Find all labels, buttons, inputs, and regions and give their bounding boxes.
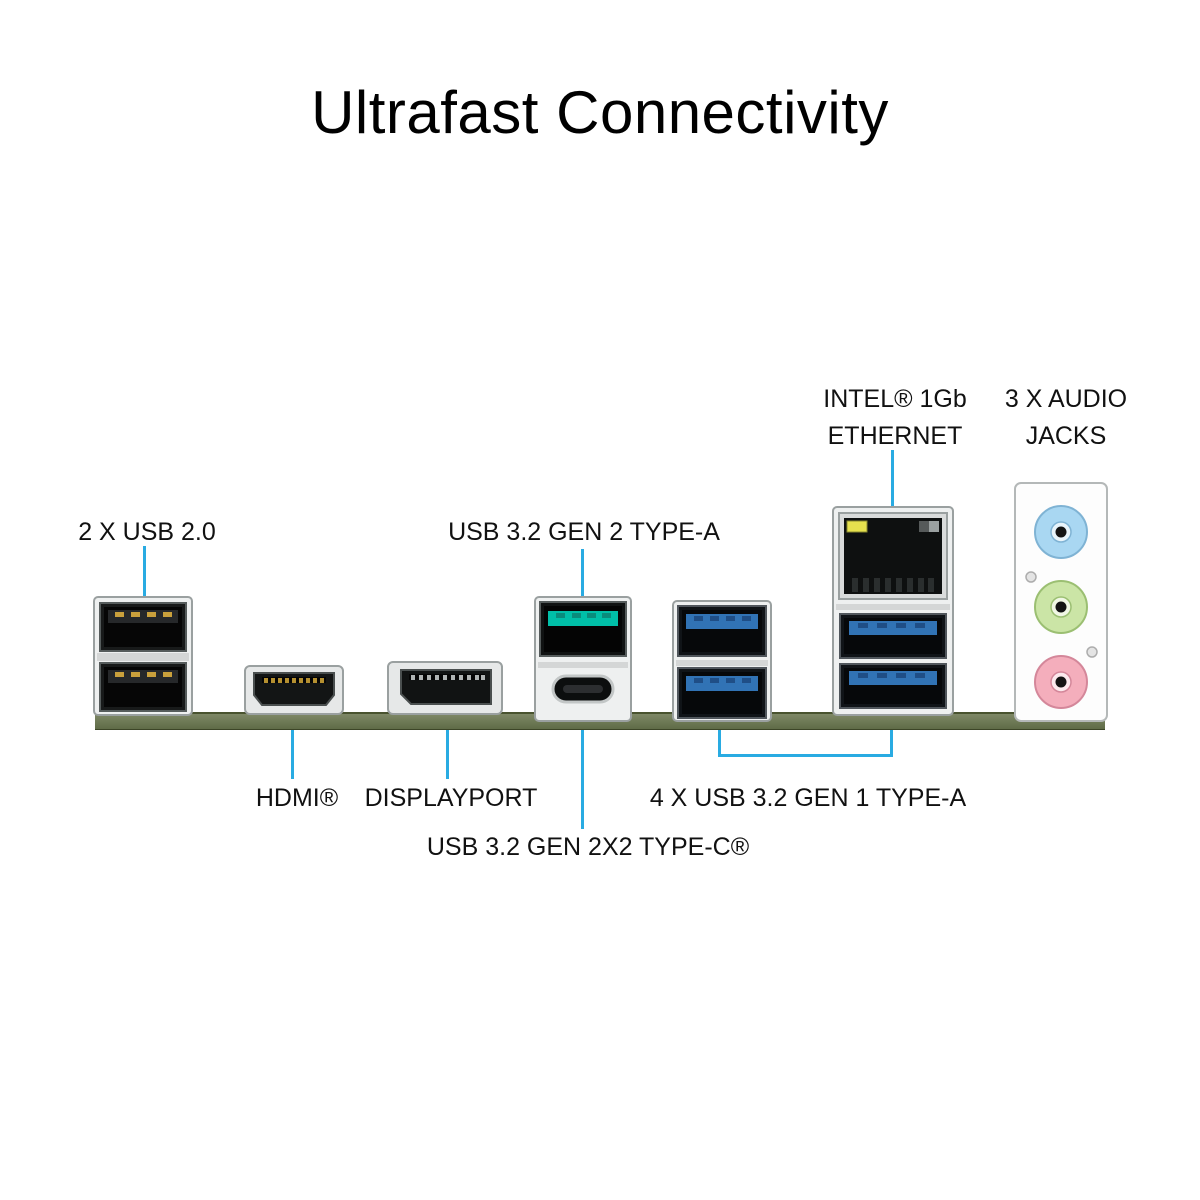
audio-jacks-icon (1014, 482, 1108, 722)
hdmi-port-icon (244, 665, 344, 715)
leader-line-usb2 (143, 546, 146, 634)
leader-line-ethernet (891, 450, 894, 544)
usb2-ports-icon (93, 596, 193, 716)
label-displayport: DISPLAYPORT (364, 784, 538, 812)
usb32-gen2-typea-typec-port-icon (534, 596, 632, 722)
leader-line-hdmi (291, 697, 294, 779)
label-usb32-gen2-typea: USB 3.2 GEN 2 TYPE-A (448, 518, 720, 546)
label-ethernet-line1: INTEL® 1Gb (823, 385, 967, 413)
label-hdmi: HDMI® (255, 784, 339, 812)
label-audio-line2: JACKS (1025, 422, 1107, 450)
leader-line-usb-typec (581, 700, 584, 829)
label-usb32-typec: USB 3.2 GEN 2X2 TYPE-C® (426, 833, 750, 861)
leader-line-gen1-bracket (718, 754, 893, 757)
label-ethernet-line2: ETHERNET (827, 422, 963, 450)
label-ethernet: INTEL® 1Gb ETHERNET (823, 381, 966, 455)
ethernet-port-icon (832, 506, 954, 716)
page-title: Ultrafast Connectivity (311, 79, 889, 146)
label-audio-line1: 3 X AUDIO (1004, 385, 1128, 413)
label-usb2: 2 X USB 2.0 (78, 518, 216, 546)
label-audio-jacks: 3 X AUDIO JACKS (1005, 381, 1127, 455)
label-usb32-gen1: 4 X USB 3.2 GEN 1 TYPE-A (649, 784, 967, 812)
displayport-port-icon (387, 661, 503, 715)
leader-line-displayport (446, 690, 449, 779)
leader-line-usb32-gen2 (581, 549, 584, 628)
usb3-ports-icon (672, 600, 772, 722)
